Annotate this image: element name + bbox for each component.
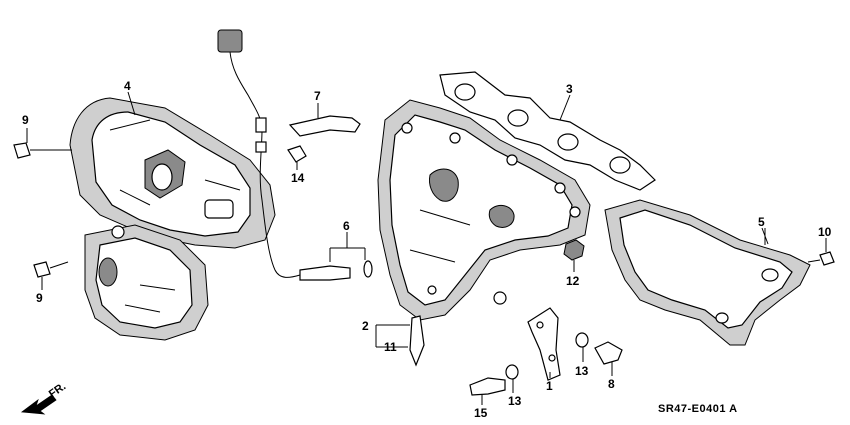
exhaust-gasket-3 (439, 71, 656, 191)
front-direction-arrow: FR. (20, 380, 68, 415)
callout-5: 5 (758, 215, 765, 229)
bolt-14 (287, 145, 307, 170)
washer-13-right (575, 332, 589, 362)
bolt-9-lower (33, 261, 69, 290)
callout-9-lower: 9 (36, 291, 43, 305)
callout-10: 10 (818, 225, 832, 239)
callout-15: 15 (474, 406, 488, 420)
callout-13-left: 13 (508, 394, 522, 408)
callout-8: 8 (608, 377, 615, 391)
lower-heat-shield (84, 224, 209, 341)
diagram-code: SR47-E0401 A (658, 403, 738, 415)
washer-13-left (505, 364, 519, 393)
upper-heat-shield (69, 97, 276, 249)
lower-cover-5 (604, 199, 811, 346)
callout-3: 3 (566, 82, 573, 96)
callout-1: 1 (546, 379, 553, 393)
bracket-1 (527, 307, 561, 381)
bolt-9-upper (13, 128, 72, 159)
bolt-15 (469, 377, 506, 405)
callout-9-upper: 9 (22, 113, 29, 127)
callout-2: 2 (362, 319, 369, 333)
nut-12 (563, 239, 585, 272)
oxygen-sensor (217, 29, 373, 281)
callout-6: 6 (343, 219, 350, 233)
callout-4: 4 (124, 79, 131, 93)
exhaust-manifold (377, 99, 591, 321)
stud-11 (375, 315, 425, 367)
callout-13-right: 13 (575, 364, 589, 378)
callout-11: 11 (384, 340, 397, 354)
bracket-7 (288, 103, 361, 137)
callout-14: 14 (291, 171, 305, 185)
bolt-8 (594, 341, 623, 376)
callout-12: 12 (566, 274, 580, 288)
bolt-10 (807, 238, 835, 266)
callout-7: 7 (314, 89, 321, 103)
